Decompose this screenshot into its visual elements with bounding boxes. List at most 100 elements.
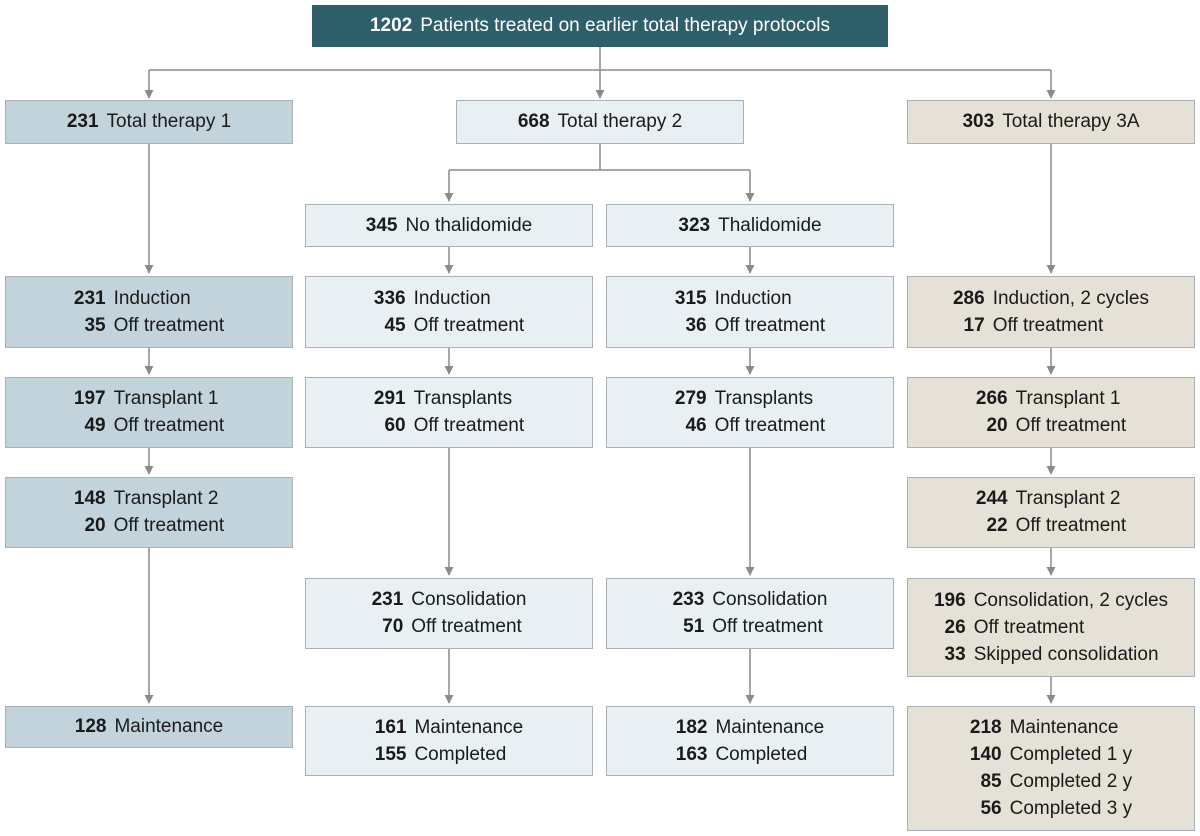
count: 161 bbox=[374, 716, 407, 738]
label: Completed 2 y bbox=[1009, 771, 1133, 792]
label: Total therapy 2 bbox=[557, 111, 683, 132]
label: Off treatment bbox=[712, 616, 823, 637]
tt3a-induction-box: 286 Induction, 2 cycles 17 Off treatment bbox=[907, 276, 1195, 348]
tt1-transplant2-box: 148 Transplant 2 20 Off treatment bbox=[5, 477, 293, 548]
count: 45 bbox=[384, 314, 406, 336]
root-box: 1202 Patients treated on earlier total t… bbox=[312, 5, 888, 47]
count: 140 bbox=[969, 744, 1002, 765]
count: 231 bbox=[73, 287, 106, 309]
label: Transplants bbox=[413, 388, 513, 409]
thalidomide-consolidation-box: 233 Consolidation 51 Off treatment bbox=[606, 578, 894, 649]
label: Maintenance bbox=[414, 716, 524, 738]
thalidomide-header-box: 323 Thalidomide bbox=[606, 204, 894, 247]
tt2-header-box: 668 Total therapy 2 bbox=[456, 100, 744, 144]
label: Off treatment bbox=[113, 314, 225, 336]
count: 22 bbox=[986, 515, 1008, 536]
count: 182 bbox=[675, 716, 708, 738]
count: 56 bbox=[980, 798, 1002, 819]
thalidomide-transplants-box: 279 Transplants 46 Off treatment bbox=[606, 377, 894, 448]
count: 46 bbox=[685, 415, 707, 436]
count: 231 bbox=[66, 111, 99, 132]
thalidomide-induction-box: 315 Induction 36 Off treatment bbox=[606, 276, 894, 348]
label: Induction bbox=[113, 287, 191, 309]
count: 286 bbox=[952, 287, 985, 309]
label: Off treatment bbox=[411, 616, 522, 637]
label: Consolidation bbox=[712, 589, 828, 610]
count: 196 bbox=[933, 589, 966, 611]
label: Induction bbox=[714, 287, 792, 309]
label: Off treatment bbox=[1015, 415, 1127, 436]
label: Induction bbox=[413, 287, 491, 309]
label: Transplant 2 bbox=[1015, 488, 1121, 509]
count: 336 bbox=[373, 287, 406, 309]
label: Off treatment bbox=[973, 616, 1085, 638]
count: 163 bbox=[675, 743, 708, 765]
count: 35 bbox=[84, 314, 106, 336]
label: Completed bbox=[414, 743, 507, 765]
tt1-maintenance-box: 128 Maintenance bbox=[5, 706, 293, 748]
count: 218 bbox=[969, 717, 1002, 738]
label: Off treatment bbox=[714, 415, 826, 436]
count: 49 bbox=[84, 415, 106, 436]
no-thalidomide-transplants-box: 291 Transplants 60 Off treatment bbox=[305, 377, 593, 448]
count: 668 bbox=[517, 111, 550, 132]
label: Off treatment bbox=[714, 314, 826, 336]
count: 345 bbox=[365, 214, 398, 236]
label: Maintenance bbox=[715, 716, 825, 738]
label: Transplant 2 bbox=[113, 488, 219, 509]
thalidomide-maintenance-box: 182 Maintenance 163 Completed bbox=[606, 706, 894, 776]
tt3a-transplant1-box: 266 Transplant 1 20 Off treatment bbox=[907, 377, 1195, 448]
label: Transplants bbox=[714, 388, 814, 409]
count: 266 bbox=[975, 388, 1008, 409]
tt1-transplant1-box: 197 Transplant 1 49 Off treatment bbox=[5, 377, 293, 448]
count: 33 bbox=[944, 643, 966, 665]
no-thalidomide-header-box: 345 No thalidomide bbox=[305, 204, 593, 247]
count: 20 bbox=[84, 515, 106, 536]
label: Off treatment bbox=[1015, 515, 1127, 536]
tt3a-consolidation-box: 196 Consolidation, 2 cycles 26 Off treat… bbox=[907, 578, 1195, 677]
label: Transplant 1 bbox=[1015, 388, 1121, 409]
count: 128 bbox=[74, 716, 107, 737]
label: Total therapy 3A bbox=[1002, 111, 1140, 132]
no-thalidomide-consolidation-box: 231 Consolidation 70 Off treatment bbox=[305, 578, 593, 649]
label: Completed 3 y bbox=[1009, 798, 1133, 819]
no-thalidomide-maintenance-box: 161 Maintenance 155 Completed bbox=[305, 706, 593, 776]
tt3a-transplant2-box: 244 Transplant 2 22 Off treatment bbox=[907, 477, 1195, 548]
tt3a-maintenance-box: 218 Maintenance 140 Completed 1 y 85 Com… bbox=[907, 706, 1195, 831]
label: Completed 1 y bbox=[1009, 744, 1133, 765]
count: 51 bbox=[683, 616, 705, 637]
no-thalidomide-induction-box: 336 Induction 45 Off treatment bbox=[305, 276, 593, 348]
label: Consolidation, 2 cycles bbox=[973, 589, 1169, 611]
label: No thalidomide bbox=[405, 214, 533, 236]
count: 17 bbox=[963, 314, 985, 336]
count: 26 bbox=[944, 616, 966, 638]
count: 85 bbox=[980, 771, 1002, 792]
count: 70 bbox=[382, 616, 404, 637]
count: 323 bbox=[678, 214, 711, 236]
label: Transplant 1 bbox=[113, 388, 219, 409]
label: Thalidomide bbox=[718, 214, 822, 236]
label: Consolidation bbox=[411, 589, 527, 610]
count: 315 bbox=[674, 287, 707, 309]
count: 60 bbox=[384, 415, 406, 436]
label: Off treatment bbox=[113, 415, 225, 436]
label: Off treatment bbox=[113, 515, 225, 536]
count: 279 bbox=[674, 388, 707, 409]
label: Patients treated on earlier total therap… bbox=[420, 15, 831, 36]
label: Off treatment bbox=[413, 314, 525, 336]
count: 197 bbox=[73, 388, 106, 409]
count: 20 bbox=[986, 415, 1008, 436]
count: 155 bbox=[374, 743, 407, 765]
label: Maintenance bbox=[1009, 717, 1119, 738]
label: Total therapy 1 bbox=[106, 111, 232, 132]
count: 36 bbox=[685, 314, 707, 336]
label: Maintenance bbox=[114, 716, 224, 737]
tt1-header-box: 231 Total therapy 1 bbox=[5, 100, 293, 144]
label: Off treatment bbox=[413, 415, 525, 436]
count: 1202 bbox=[369, 15, 413, 36]
count: 148 bbox=[73, 488, 106, 509]
tt3a-header-box: 303 Total therapy 3A bbox=[907, 100, 1195, 144]
label: Induction, 2 cycles bbox=[992, 287, 1149, 309]
tt1-induction-box: 231 Induction 35 Off treatment bbox=[5, 276, 293, 348]
